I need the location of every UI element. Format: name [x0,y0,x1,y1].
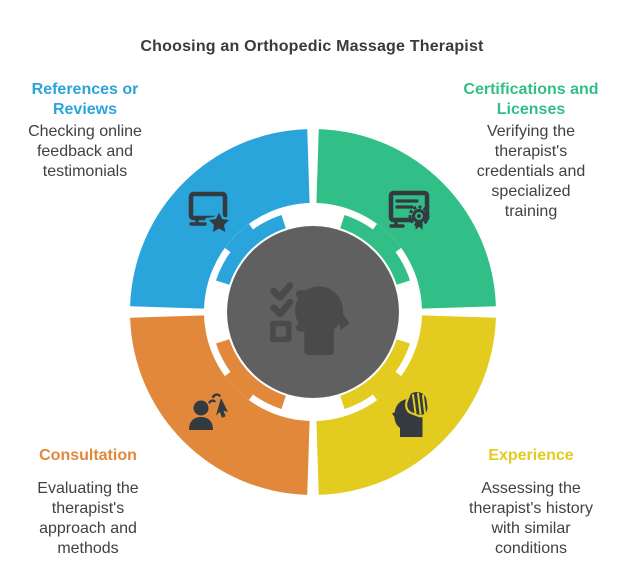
label-block-references: References or Reviews Checking online fe… [0,80,170,182]
person-cursor-icon [189,393,228,430]
segment-description: Evaluating the therapist's approach and … [37,480,139,557]
consultation-inner-arc [215,339,286,410]
references-inner-arc [215,214,286,285]
certifications-inner-arc [340,214,411,285]
certifications-arc-bridge [371,223,402,254]
segment-description: Checking online feedback and testimonial… [28,123,142,180]
segment-heading: Certifications and Licenses [463,81,599,118]
label-block-certifications: Certifications and Licenses Verifying th… [438,80,624,222]
page-title: Choosing an Orthopedic Massage Therapist [140,38,484,55]
decision-checklist-head-icon [270,282,350,355]
label-block-experience: Experience Assessing the therapist's his… [438,446,624,559]
segment-heading: Experience [488,447,574,464]
head-hand-icon [392,389,430,437]
references-arc-bridge [224,223,255,254]
label-block-consultation: Consultation Evaluating the therapist's … [0,446,176,559]
segment-description: Assessing the therapist's history with s… [469,480,593,557]
monitor-star-icon [188,191,233,236]
segment-heading: Consultation [39,447,137,464]
consultation-arc-bridge [224,370,255,401]
certificate-icon [388,190,430,235]
experience-arc-bridge [371,370,402,401]
segment-heading: References or Reviews [31,81,139,118]
segment-description: Verifying the therapist's credentials an… [476,123,586,220]
experience-inner-arc [340,339,411,410]
